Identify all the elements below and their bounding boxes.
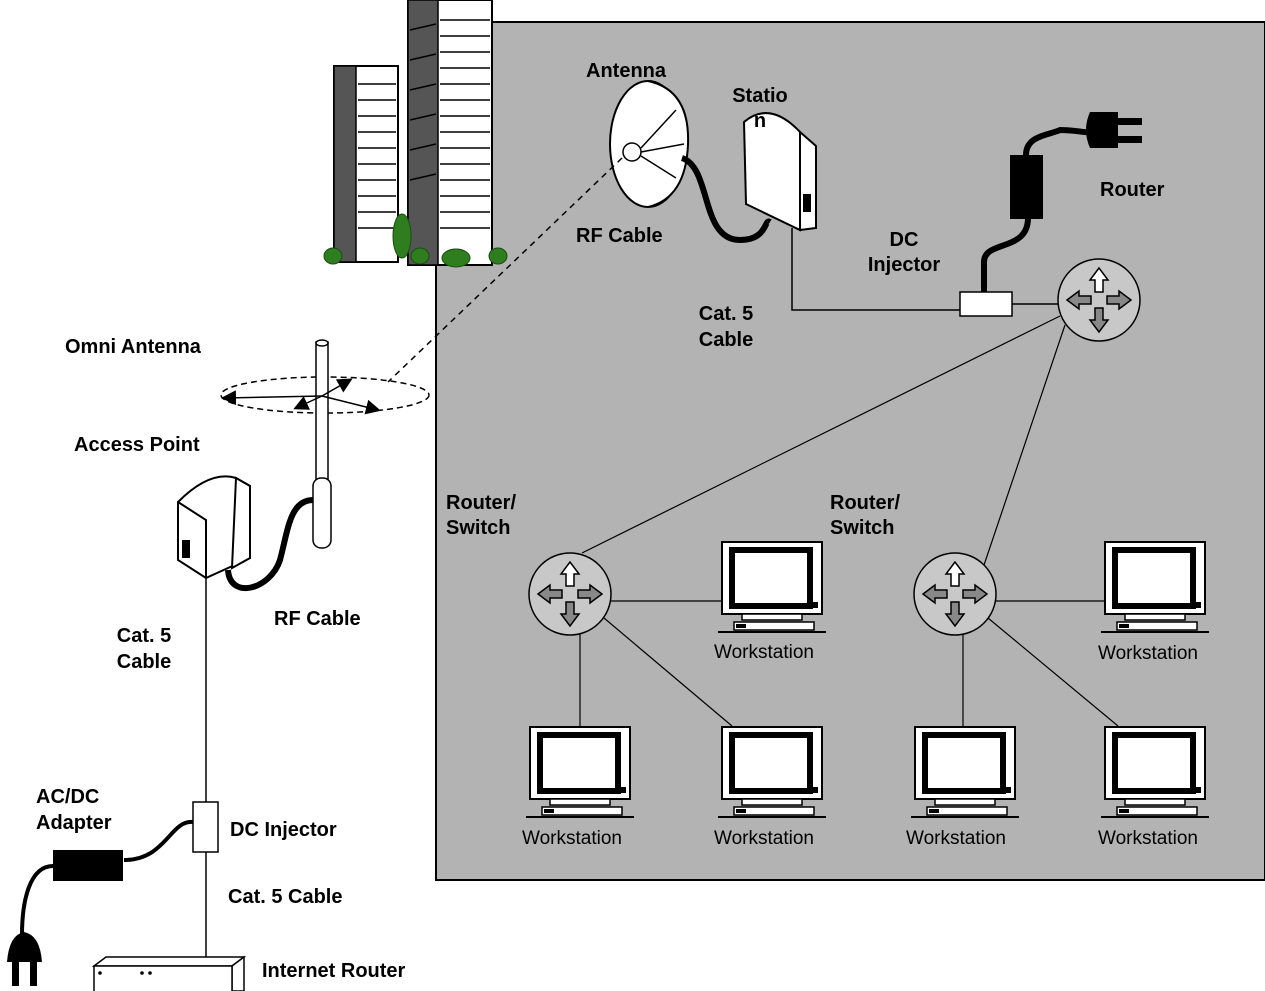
- access-point-icon: [177, 475, 251, 580]
- label-cat5-left-line2: Cable: [116, 651, 172, 673]
- label-access-point: Access Point: [74, 434, 200, 456]
- label-rf-cable-top: RF Cable: [576, 225, 663, 247]
- label-router-switch-left-line2: Switch: [446, 517, 511, 539]
- power-cable-top: [981, 217, 1031, 292]
- workstation-label: Workstation: [714, 828, 814, 849]
- label-station-line2: n: [753, 110, 767, 132]
- ac-adapter-left: [53, 850, 123, 881]
- ac-adapter-top: [1010, 155, 1043, 219]
- label-internet-router: Internet Router: [262, 960, 406, 982]
- label-cat5-top-line2: Cable: [698, 329, 754, 351]
- label-cat5-top-line1: Cat. 5: [698, 303, 754, 325]
- label-acdc-line1: AC/DC: [36, 786, 100, 808]
- label-router-switch-right-line2: Switch: [830, 517, 895, 539]
- label-dc-injector-top-line2: Injector: [867, 254, 941, 276]
- label-omni-antenna: Omni Antenna: [65, 336, 201, 358]
- wireless-link: [387, 157, 623, 383]
- router-switch-right-icon: [913, 552, 997, 636]
- station-device-icon: [742, 112, 817, 232]
- plug-icon-left: [7, 932, 42, 986]
- omni-antenna-icon: [220, 339, 430, 549]
- workstation-label: Workstation: [906, 828, 1006, 849]
- label-router-switch-right-line1: Router/: [830, 492, 900, 514]
- rf-cable-left: [225, 497, 314, 591]
- label-dc-injector-top-line1: DC: [889, 229, 919, 251]
- router-icon-top: [1057, 258, 1141, 342]
- label-router-top: Router: [1100, 179, 1165, 201]
- label-cat5-left-line1: Cat. 5: [116, 625, 172, 647]
- workstation-label: Workstation: [522, 828, 622, 849]
- rf-cable-top: [680, 155, 772, 244]
- dc-injector-top: [959, 291, 1013, 317]
- label-cat5-bottom: Cat. 5 Cable: [228, 886, 343, 908]
- internet-router-icon: [91, 955, 247, 991]
- router-switch-left-icon: [528, 552, 612, 636]
- label-router-switch-left-line1: Router/: [446, 492, 516, 514]
- workstation-label: Workstation: [714, 642, 814, 663]
- label-rf-cable-left: RF Cable: [274, 608, 361, 630]
- workstation-label: Workstation: [1098, 828, 1198, 849]
- dish-antenna-icon: [609, 80, 690, 208]
- label-acdc-line2: Adapter: [36, 812, 112, 834]
- cat5-cable-top: [791, 228, 960, 311]
- label-station-line1: Statio: [732, 85, 788, 107]
- plug-icon-top: [1086, 112, 1142, 148]
- dc-injector-left: [192, 801, 219, 853]
- building-icon: [323, 0, 508, 268]
- workstation-label: Workstation: [1098, 643, 1198, 664]
- label-dc-injector-left: DC Injector: [230, 819, 337, 841]
- label-antenna: Antenna: [586, 60, 666, 82]
